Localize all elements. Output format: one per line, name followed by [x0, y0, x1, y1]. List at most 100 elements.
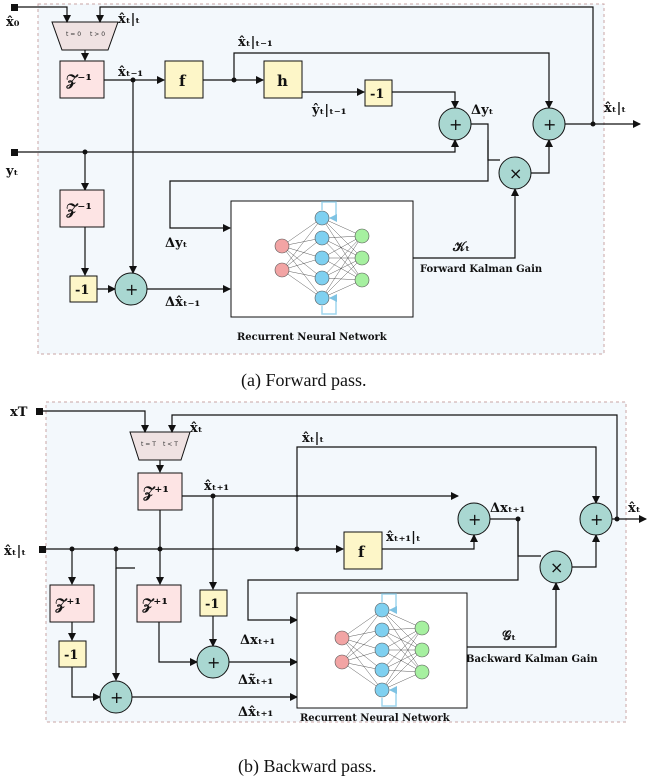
- z-adv-text-2: 𝒵⁺¹: [55, 595, 81, 613]
- nn-edge: [281, 269, 323, 299]
- z-adv-block-2: [49, 584, 95, 623]
- z-adv-text: 𝒵⁺¹: [143, 483, 169, 501]
- dx-left-label: Δx̂ₜ₋₁: [165, 295, 200, 310]
- b-sum-plus-1: +: [468, 510, 481, 529]
- xhat-prior-label: x̂ₜ|ₜ₋₁: [238, 35, 273, 50]
- backward-gain-label: Backward Kalman Gain: [466, 654, 598, 665]
- nn-edge: [381, 629, 423, 651]
- xtt-input-port: [39, 546, 46, 553]
- backward-caption: (b) Backward pass.: [238, 756, 376, 777]
- nn-edge: [321, 235, 363, 279]
- forward-rnn-graph: [274, 201, 370, 315]
- recurrent-loop-top: [321, 201, 337, 222]
- forward-pass: x̂₀ yₜ t = 0 t > 0 x̂ₜ|ₜ 𝒵⁻¹ x̂ₜ₋₁ f h x…: [5, 3, 641, 391]
- forward-output-label: x̂ₜ|ₜ: [604, 101, 626, 116]
- nn-edge: [281, 237, 323, 271]
- bmux-bottom-label: t < T: [163, 441, 178, 448]
- mult-symbol-1: ×: [509, 164, 522, 183]
- nn-hidden-node: [374, 682, 390, 698]
- nn-edge: [281, 217, 323, 271]
- nn-edge: [281, 217, 323, 247]
- nn-output-node: [354, 228, 370, 244]
- backward-mux: [129, 431, 191, 461]
- nn-edge: [321, 257, 363, 299]
- nn-input-node: [274, 238, 290, 254]
- nn-input-node: [334, 654, 350, 670]
- nn-input-node: [334, 630, 350, 646]
- nn-edge: [381, 609, 423, 673]
- z-delay-block-2: [59, 189, 105, 228]
- xhat-tp1-label: x̂ₜ₊₁: [204, 479, 229, 494]
- nn-hidden-node: [374, 622, 390, 638]
- z-adv-block-3: [136, 584, 182, 623]
- nn-edge: [321, 257, 363, 279]
- nn-edge: [341, 629, 383, 663]
- nn-edge: [381, 609, 423, 651]
- b-sum-plus-4: +: [110, 688, 123, 707]
- backward-rnn-label: Recurrent Neural Network: [300, 713, 451, 724]
- nn-edge: [321, 237, 363, 259]
- backward-rnn-graph: [334, 593, 430, 707]
- b-dx-a-label: Δxₜ₊₁: [240, 633, 275, 648]
- nn-edge: [321, 217, 363, 281]
- nn-hidden-node: [314, 210, 330, 226]
- xhat-tm1-label: x̂ₜ₋₁: [118, 65, 143, 80]
- h-block: [263, 60, 303, 99]
- nn-edge: [381, 627, 423, 651]
- nn-hidden-node: [374, 602, 390, 618]
- b-f-text: f: [358, 543, 366, 561]
- nn-output-node: [414, 642, 430, 658]
- z-delay-text: 𝒵⁻¹: [66, 71, 92, 89]
- forward-caption: (a) Forward pass.: [241, 370, 366, 391]
- nn-output-node: [354, 250, 370, 266]
- b-dx-b-label: Δx̃ₜ₊₁: [238, 673, 273, 688]
- nn-edge: [321, 257, 363, 281]
- nn-edge: [381, 609, 423, 629]
- b-neg1-block-b: [199, 589, 228, 617]
- nn-edge: [381, 671, 423, 691]
- nn-hidden-node: [314, 230, 330, 246]
- nn-edge: [321, 235, 363, 259]
- f-text: f: [179, 72, 187, 90]
- backward-pass: xT x̂ₜ|ₜ t = T t < T x̂ₜ 𝒵⁺¹ x̂ₜ₊₁ + x̂ₜ…: [4, 401, 647, 777]
- nn-edge: [341, 609, 383, 663]
- z-adv-text-3: 𝒵⁺¹: [142, 595, 168, 613]
- nn-edge: [321, 217, 363, 259]
- yt-input-port: [11, 149, 18, 156]
- b-neg1-block-a: [58, 640, 87, 668]
- nn-output-node: [414, 664, 430, 680]
- b-mult-symbol: ×: [550, 558, 563, 577]
- b-f-block: [343, 531, 383, 570]
- mux-bottom-label: t > 0: [90, 31, 105, 38]
- b-neg1-text-b: -1: [205, 597, 219, 612]
- recurrent-loop-bottom: [381, 686, 397, 707]
- nn-edge: [321, 279, 363, 299]
- backward-gain-symbol: 𝒢ₜ: [502, 629, 516, 644]
- nn-edge: [341, 637, 383, 671]
- nn-edge: [381, 627, 423, 691]
- nn-edge: [381, 629, 423, 673]
- xhat-tt-label: x̂ₜ|ₜ: [302, 431, 324, 446]
- z-delay-block: [59, 60, 105, 99]
- nn-edge: [321, 235, 363, 299]
- xtt-input-label: x̂ₜ|ₜ: [4, 544, 26, 559]
- nn-edge: [381, 649, 423, 691]
- mux-top-label: t = 0: [66, 31, 81, 38]
- z-delay-text-2: 𝒵⁻¹: [66, 200, 92, 218]
- sum-plus-2: +: [543, 115, 556, 134]
- neg1-text-b: -1: [75, 283, 89, 298]
- nn-hidden-node: [374, 662, 390, 678]
- x0-label: x̂₀: [6, 15, 20, 30]
- sum-plus-3: +: [125, 280, 138, 299]
- neg1-block-a: [364, 79, 393, 107]
- neg1-block-b: [69, 275, 98, 303]
- z-adv-block: [137, 472, 183, 511]
- h-text: h: [277, 72, 288, 90]
- b-sum-plus-3: +: [207, 653, 220, 672]
- nn-hidden-node: [314, 250, 330, 266]
- forward-mux: [51, 21, 119, 51]
- nn-edge: [321, 217, 363, 237]
- nn-edge: [341, 661, 383, 691]
- nn-hidden-node: [314, 290, 330, 306]
